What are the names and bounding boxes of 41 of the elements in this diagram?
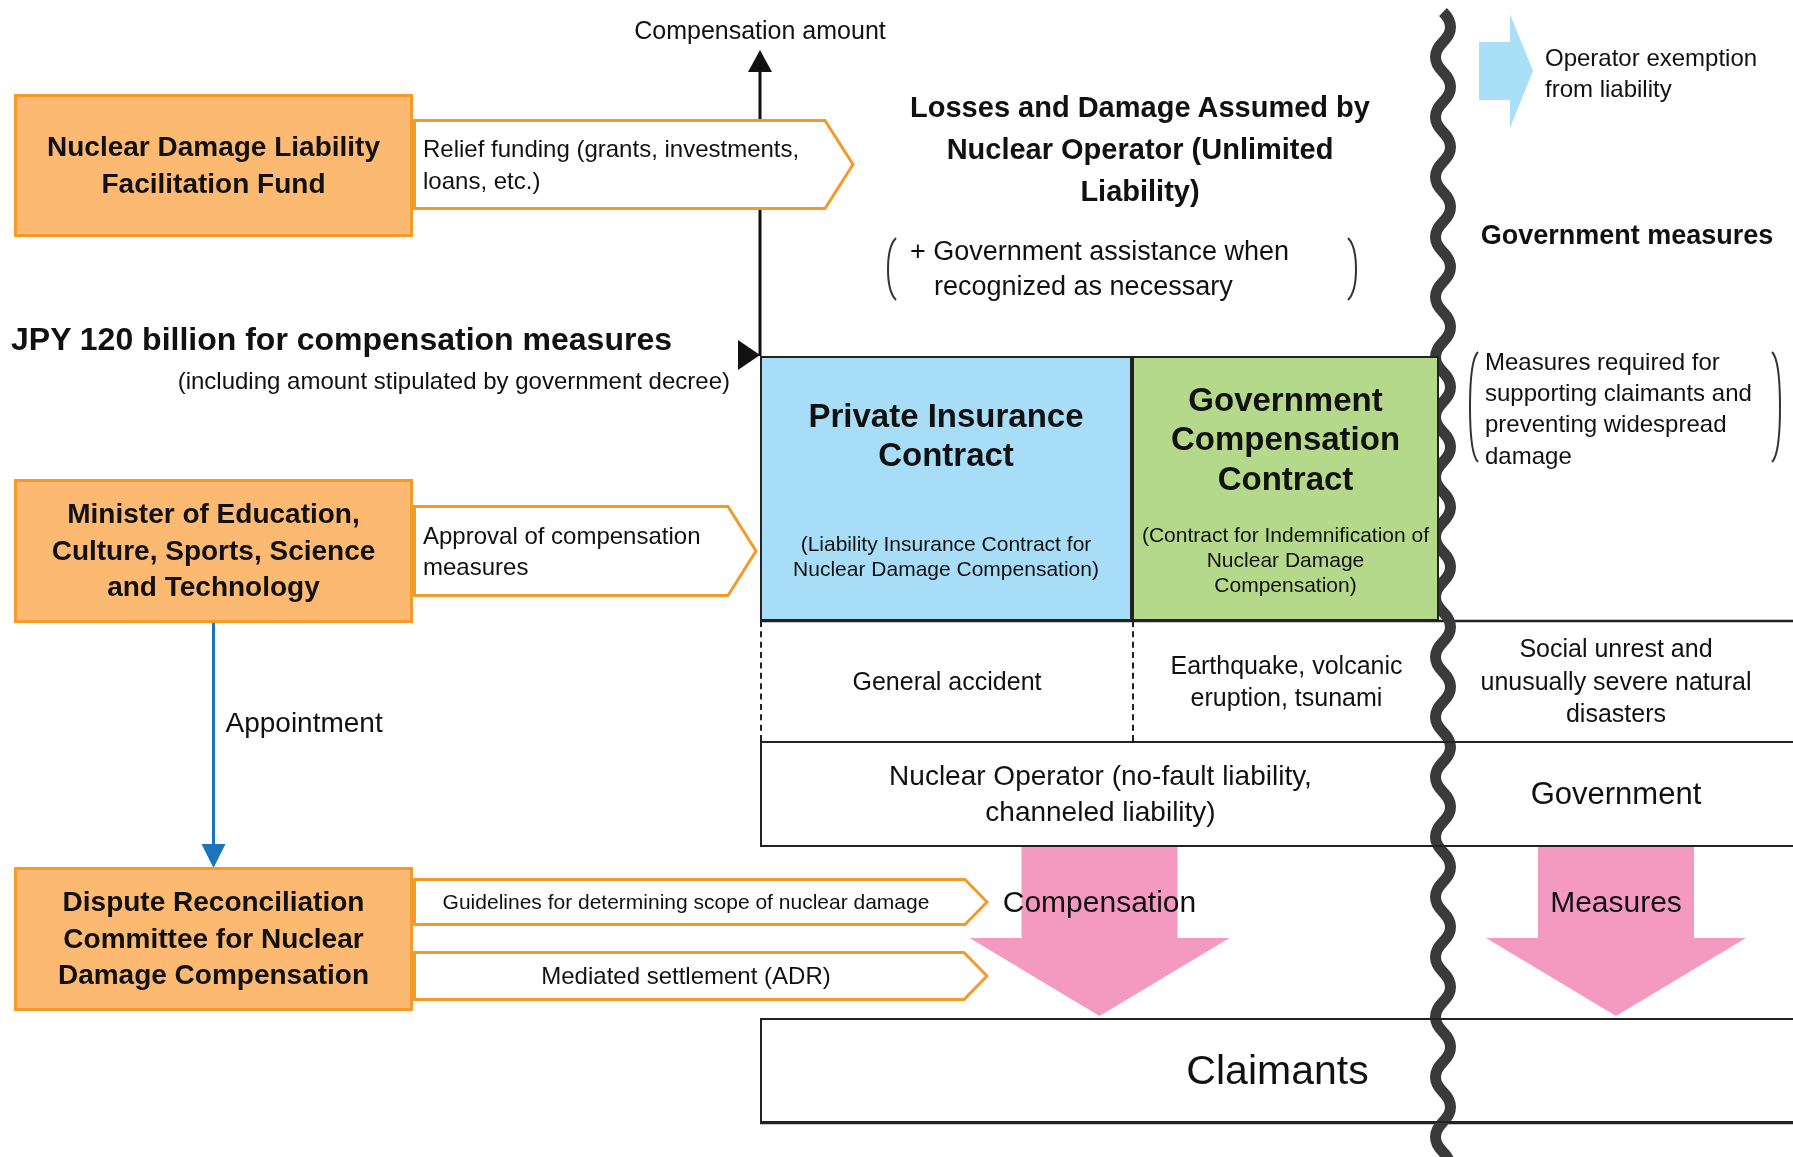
node-text: Dispute Reconciliation Committee for Nuclear Damage Compensation — [56, 885, 371, 993]
contract-box — [1132, 356, 1439, 621]
node-text: Nuclear Damage Liability Facilitation Fund — [46, 130, 381, 201]
pentagon-arrow-box — [413, 505, 758, 597]
node-text: Mediated settlement (ADR) — [541, 961, 831, 992]
block-arrow — [1486, 847, 1746, 1016]
node-text: General accident — [852, 665, 1042, 697]
node-subtext: (Contract for Indemnification of Nuclear Damage Compensation) — [1140, 521, 1431, 598]
node-text: Claimants — [1186, 1045, 1369, 1095]
contract-box — [760, 356, 1132, 621]
edge-label: Appointment — [225, 707, 383, 739]
node-text: Private Insurance Contract — [807, 395, 1085, 476]
node-text: Government — [1530, 774, 1702, 813]
node-text: Guidelines for determining scope of nuclear damage — [442, 889, 930, 916]
node-subtext: (Liability Insurance Contract for Nuclear Damage Compensation) — [792, 530, 1100, 582]
section-heading: Government measures — [1479, 219, 1775, 252]
node-text: Minister of Education, Culture, Sports, Science and Technology — [50, 497, 377, 605]
node-text: Earthquake, volcanic eruption, tsunami — [1169, 649, 1404, 713]
edge-label: Measures — [1549, 885, 1683, 919]
organization-box — [14, 867, 413, 1011]
node-text: Approval of compensation measures — [423, 520, 702, 582]
heading-text: Losses and Damage Assumed by Nuclear Operator (Unlimited Liability) — [910, 90, 1370, 210]
edge-label: Compensation — [1001, 885, 1198, 919]
compensation-axis-label: Compensation amount — [633, 15, 887, 46]
note-text: (including amount stipulated by government decree) — [176, 366, 730, 396]
node-text: Nuclear Operator (no-fault liability, channeled liability) — [888, 758, 1313, 829]
note-text: Measures required for supporting claimants and preventing widespread damage — [1485, 347, 1753, 471]
node-text: Government Compensation Contract — [1169, 379, 1402, 499]
note-text: + Government assistance when recognized as necessary — [910, 235, 1290, 304]
table-cell — [760, 741, 1439, 847]
table-cell — [760, 1018, 1793, 1123]
organization-box — [14, 479, 413, 623]
table-cell — [1439, 741, 1793, 847]
amount-label: JPY 120 billion for compensation measures — [11, 320, 673, 359]
legend-text: Operator exemption from liability — [1545, 43, 1759, 105]
arrow — [201, 623, 226, 868]
node-text: Social unrest and unusually severe natural disasters — [1479, 633, 1753, 730]
pentagon-arrow-box — [413, 119, 855, 210]
organization-box — [14, 94, 413, 237]
block-arrow — [969, 847, 1230, 1016]
node-text: Relief funding (grants, investments, loans, etc.) — [423, 134, 801, 196]
